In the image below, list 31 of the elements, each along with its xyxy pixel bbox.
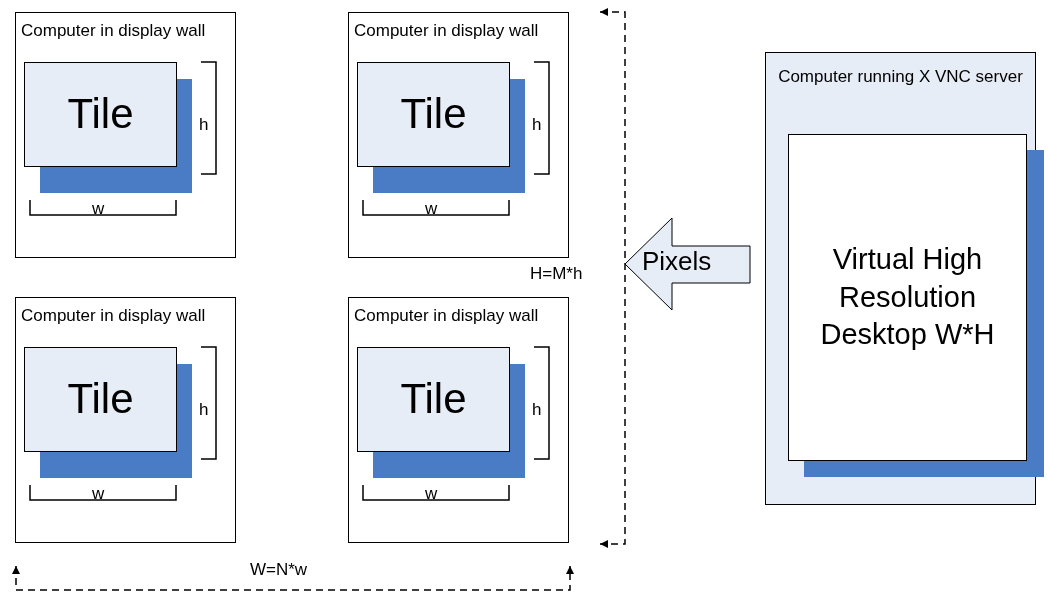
dimension-label: h — [199, 400, 209, 420]
box-title: Computer in display wall — [354, 306, 540, 326]
tile-box — [24, 62, 177, 167]
dimension-label: w — [92, 484, 105, 504]
box-title: Computer running X VNC server — [777, 66, 1024, 87]
dimension-label: H=M*h — [530, 264, 583, 284]
computer-box — [348, 12, 569, 258]
tile-label: Tile — [67, 374, 134, 425]
desktop-box — [788, 134, 1027, 461]
dimension-label: h — [532, 400, 542, 420]
computer-box — [348, 297, 569, 543]
dimension-label: h — [532, 115, 542, 135]
desktop-label: Virtual High Resolution Desktop W*H — [819, 241, 996, 353]
tile-box — [357, 347, 510, 452]
block-arrow — [624, 217, 752, 312]
computer-box — [15, 12, 236, 258]
arrow-label: Pixels — [642, 246, 712, 277]
dimension-label: w — [425, 199, 438, 219]
box-title: Computer in display wall — [21, 21, 207, 41]
dimension-label: W=N*w — [250, 560, 308, 580]
tile-label: Tile — [400, 374, 467, 425]
dimension-label: h — [199, 115, 209, 135]
tile-box — [357, 62, 510, 167]
box-title: Computer in display wall — [21, 306, 207, 326]
box-title: Computer in display wall — [354, 21, 540, 41]
tile-box — [24, 347, 177, 452]
tile-label: Tile — [67, 89, 134, 140]
tile-label: Tile — [400, 89, 467, 140]
dimension-label: w — [425, 484, 438, 504]
dimension-label: w — [92, 199, 105, 219]
computer-box — [15, 297, 236, 543]
